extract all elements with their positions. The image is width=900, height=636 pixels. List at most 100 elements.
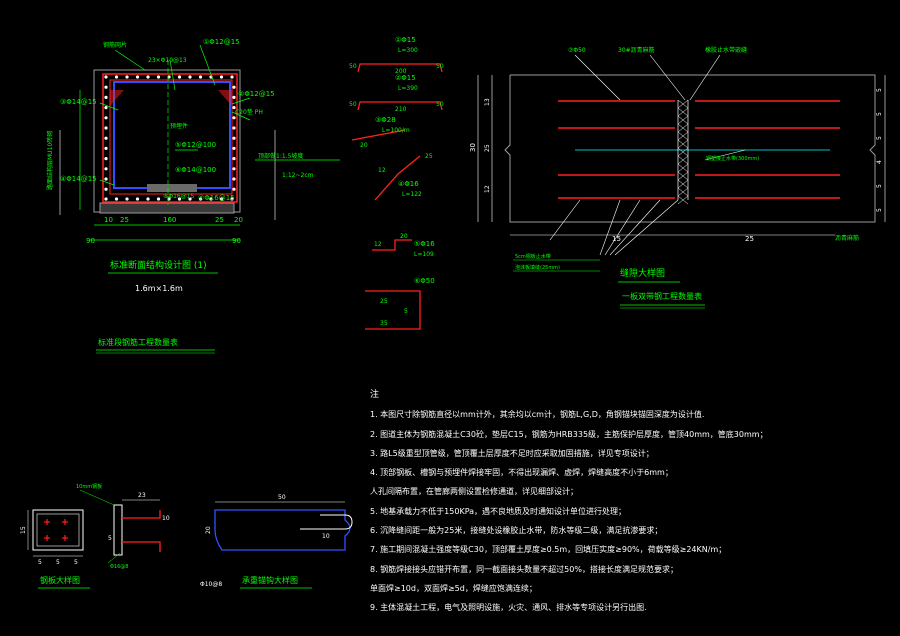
joint-rebars [558,100,840,199]
rebar-dot [104,157,108,161]
rebar-dot [232,106,236,110]
note-5: 5. 地基承载力不低于150KPa，遇不良地质及时通知设计单位进行处理； [370,506,627,516]
rebar-dot [156,197,161,201]
plate-dim-b: 5 [56,559,60,566]
section-title: 标准断面结构设计图 (1) [110,259,207,271]
label-bar-l2: ④Φ14@15 [60,175,97,183]
joint-label-3: 橡胶止水带嵌缝 [705,46,747,54]
rebar-dot [114,75,119,79]
plate-dim-15: 15 [20,526,27,534]
haunch-top-left [110,90,124,106]
joint-label-1: ⑦Φ50 [568,47,586,54]
bar-1-dim-c: 50 [436,63,444,70]
notes-title: 注 [370,390,380,400]
bar-4-shape [374,155,421,201]
lattice-segment [677,155,689,165]
bar-1-length: L=300 [398,47,418,54]
label-side-note: 顶部做1:1.5坡度 [258,152,303,160]
joint-dims [477,75,886,236]
plate-dim-10: 10 [162,515,170,522]
plate-weld: Φ16@8 [110,564,128,570]
plate-dim-23: 23 [138,492,146,499]
bar-5-dim-b: 20 [400,233,408,240]
joint-caption: 一板双带钢工程数量表 [622,291,702,301]
dim-90: 90 [86,237,95,245]
section-leaders [99,44,340,186]
anchor-dia: Φ10@8 [200,581,222,588]
joint-right-dim: 5 [876,112,883,116]
label-c20: C20垫 PH [235,108,263,116]
plate-anchor-crosses [44,519,68,541]
rebar-dot [104,136,108,140]
note-1: 1. 本图尺寸除钢筋直径以mm计外，其余均以cm计，钢筋L,G,D，角钢锚块锚固… [370,410,705,420]
bar-6-dim-c: 35 [380,320,388,327]
joint-dim-25: 25 [484,144,491,152]
rebar-dot [104,106,108,110]
note-8b: 单面焊≥10d，双面焊≥5d，焊缝应饱满连续； [370,583,537,593]
rebar-dot [177,197,182,201]
label-bar-r1: ①Φ12@15 [203,38,240,46]
note-2: 2. 图道主体为钢筋混凝土C30砼，垫层C15，钢筋为HRB335级，主筋保护层… [370,429,768,439]
rebar-dot [104,85,108,89]
rebar-dot [232,157,236,161]
haunch-top-right [218,90,232,106]
section-foot-block [147,184,197,192]
plate-side-view [113,504,123,556]
bar-5-shape [372,239,412,251]
rebar-dot [146,75,150,79]
plate-top-note: 10mm钢板 [76,483,102,490]
rebar-dot [232,167,236,171]
anchor-dim-50: 50 [278,494,286,501]
bar-2-dim-c: 50 [436,101,444,108]
note-7: 7. 施工期间混凝土强度等级C30，顶部覆土厚度≥0.5m，回填压实度≥90%，… [370,545,727,555]
label-left-vertical: 路面结构层MU10砖砌 [46,131,54,190]
joint-slab-outline [504,74,876,223]
dim-160: 160 [163,216,176,224]
bar-6-shape [365,290,421,330]
lattice-segment [677,147,689,157]
rebar-dot [198,75,203,79]
rebar-dot [232,177,236,181]
bar-2-mark: ②Φ15 [395,74,416,82]
label-bar-top: 23×Φ10@13 [148,57,187,64]
bar-5-mark: ⑤Φ16 [414,240,435,248]
rebar-dot [209,197,213,201]
joint-right-dim: 4 [876,160,883,164]
bar-1-dim-a: 50 [349,63,357,70]
lattice-segment [677,187,689,197]
rebar-dot [104,187,108,191]
plate-detail: 15 5 5 5 23 10 5 10mm钢板 Φ16@8 钢板大样图 [20,483,170,589]
bar-2-length: L=390 [398,85,418,92]
bar-1-mark: ①Φ15 [395,36,416,44]
rebar-dot [198,197,203,201]
rebar-dot [219,197,224,201]
joint-dim-h: 30 [469,143,477,152]
rebar-dot [188,197,192,201]
lattice-segment [677,179,689,189]
bar-1-dim-b: 200 [395,68,407,75]
section-sub-caption: 标准段钢筋工程数量表 [98,337,178,347]
section-dims [79,90,240,241]
bar-3-dim: 20 [360,142,368,149]
note-8: 8. 钢筋焊接接头应错开布置，同一截面接头数量不超过50%，搭接长度满足规范要求… [370,564,678,574]
dim-25a: 25 [120,216,129,224]
label-slope: 1:12~2cm [282,172,314,179]
bar-3-length: L=100/m [382,127,410,134]
rebar-dot [125,75,129,79]
anchor-outline [214,509,351,551]
joint-dim-b25: 25 [745,235,754,243]
joint-label-6: 5cm钢板止水带 [515,253,551,260]
label-bar-l1: ③Φ14@15 [60,98,97,106]
dim-20: 20 [234,216,243,224]
section-rebar-outer [102,73,238,203]
section-drawing: 10 25 160 25 20 90 90 钢筋网片 23×Φ10@13 ①Φ1… [46,38,340,354]
bar-2-shape [357,101,443,111]
anchor-hook [300,514,353,530]
joint-label-7: 泡沫板填缝(25mm) [515,264,560,271]
rebar-dot [232,95,236,99]
joint-leaders [549,54,746,256]
note-4b: 人孔间隔布置，在管廊两侧设置检修通道，详见细部设计； [370,487,578,497]
rebar-dot [114,197,119,201]
note-6: 6. 沉降缝间距一般为25米，接缝处设橡胶止水带，防水等级二级，满足抗渗要求； [370,526,663,536]
